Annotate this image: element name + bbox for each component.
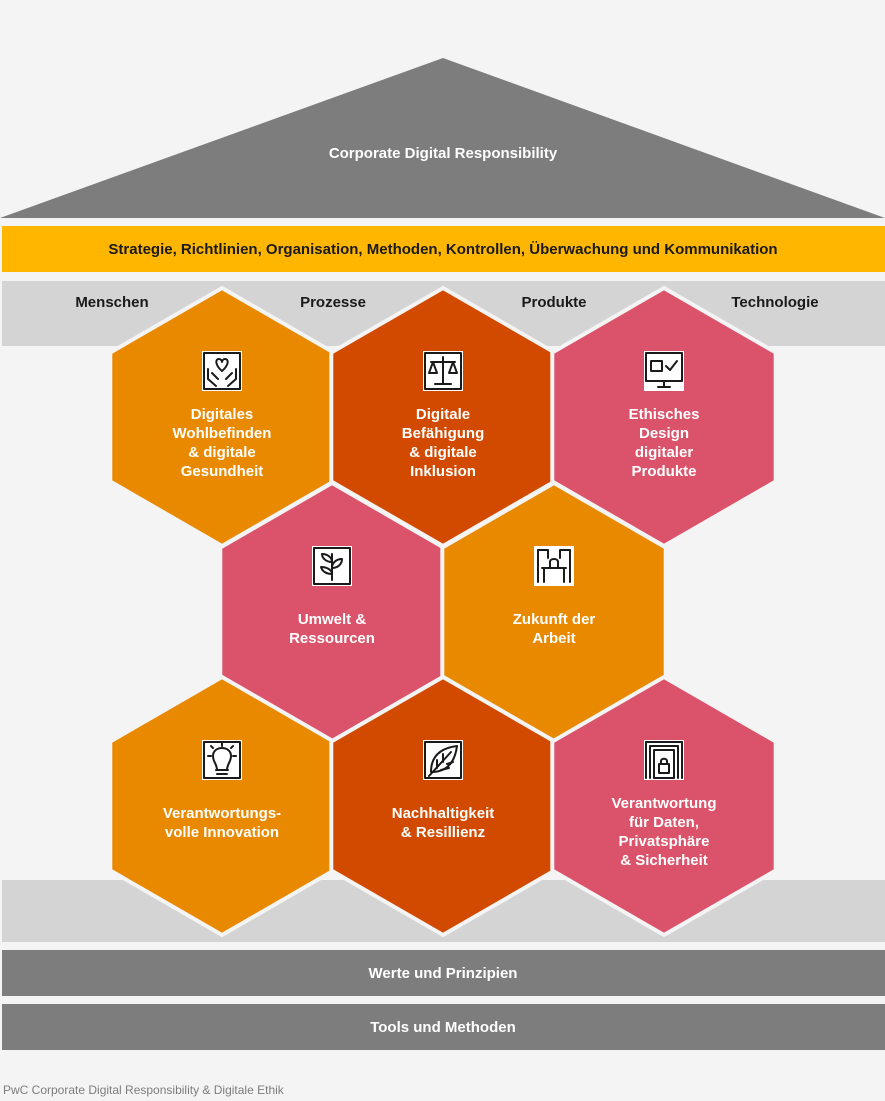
hexagon-7: Nachhaltigkeit & Resillienz — [329, 674, 557, 938]
roof-title: Corporate Digital Responsibility — [329, 145, 558, 162]
values-band — [2, 950, 885, 996]
hexagon-label-line: Verantwortung — [611, 795, 716, 812]
hexagon-label-line: Produkte — [631, 463, 696, 480]
tools-band-label: Tools und Methoden — [370, 1019, 516, 1036]
lightbulb-icon — [202, 740, 242, 780]
strategy-band-label: Strategie, Richtlinien, Organisation, Me… — [108, 241, 777, 258]
monitor-check-icon — [644, 351, 684, 391]
pillar-label-menschen: Menschen — [75, 294, 148, 311]
roof — [0, 58, 885, 218]
hexagon-label-line: Nachhaltigkeit — [392, 805, 495, 822]
hands-heart-icon — [202, 351, 242, 391]
leaf-icon — [423, 740, 463, 780]
hexagon-label-line: für Daten, — [629, 814, 699, 831]
pillar-label-prozesse: Prozesse — [300, 294, 366, 311]
hexagon-label-line: Umwelt & — [298, 611, 367, 628]
hexagon-label-line: & digitale — [409, 444, 477, 461]
hexagon-label-line: Zukunft der — [513, 611, 596, 628]
hexagon-label-line: volle Innovation — [165, 824, 279, 841]
tools-band — [2, 1004, 885, 1050]
pillar-label-produkte: Produkte — [521, 294, 586, 311]
hexagon-label-line: Design — [639, 425, 689, 442]
hexagon-label-line: Privatsphäre — [619, 833, 710, 850]
hexagon-label-line: Wohlbefinden — [173, 425, 272, 442]
hexagon-4: Umwelt & Ressourcen — [218, 480, 446, 744]
scales-icon — [423, 351, 463, 391]
data-lock-icon — [644, 740, 684, 780]
hexagon-label-line: Ressourcen — [289, 630, 375, 647]
hexagon-label-line: & digitale — [188, 444, 256, 461]
hexagon-shape — [550, 674, 778, 938]
hexagon-label-line: Befähigung — [402, 425, 485, 442]
hexagon-label-line: Gesundheit — [181, 463, 264, 480]
hexagon-label-line: Digitale — [416, 406, 470, 423]
hexagon-label-line: Digitales — [191, 406, 254, 423]
strategy-band — [2, 226, 885, 272]
hexagon-label-line: Verantwortungs- — [163, 805, 281, 822]
hexagon-label-line: Ethisches — [629, 406, 700, 423]
hexagon-8: Verantwortung für Daten, Privatsphäre & Sic… — [550, 674, 778, 938]
hexagon-label-line: Arbeit — [532, 630, 575, 647]
footer-credit: PwC Corporate Digital Responsibility & D… — [3, 1083, 284, 1097]
hexagon-label-line: digitaler — [635, 444, 694, 461]
plant-icon — [312, 546, 352, 586]
workspace-icon — [534, 546, 574, 586]
hexagon-label-line: & Sicherheit — [620, 852, 708, 869]
hexagon-label-line: & Resillienz — [401, 824, 485, 841]
values-band-label: Werte und Prinzipien — [369, 965, 518, 982]
hexagon-label-line: Inklusion — [410, 463, 476, 480]
pillar-label-technologie: Technologie — [731, 294, 818, 311]
